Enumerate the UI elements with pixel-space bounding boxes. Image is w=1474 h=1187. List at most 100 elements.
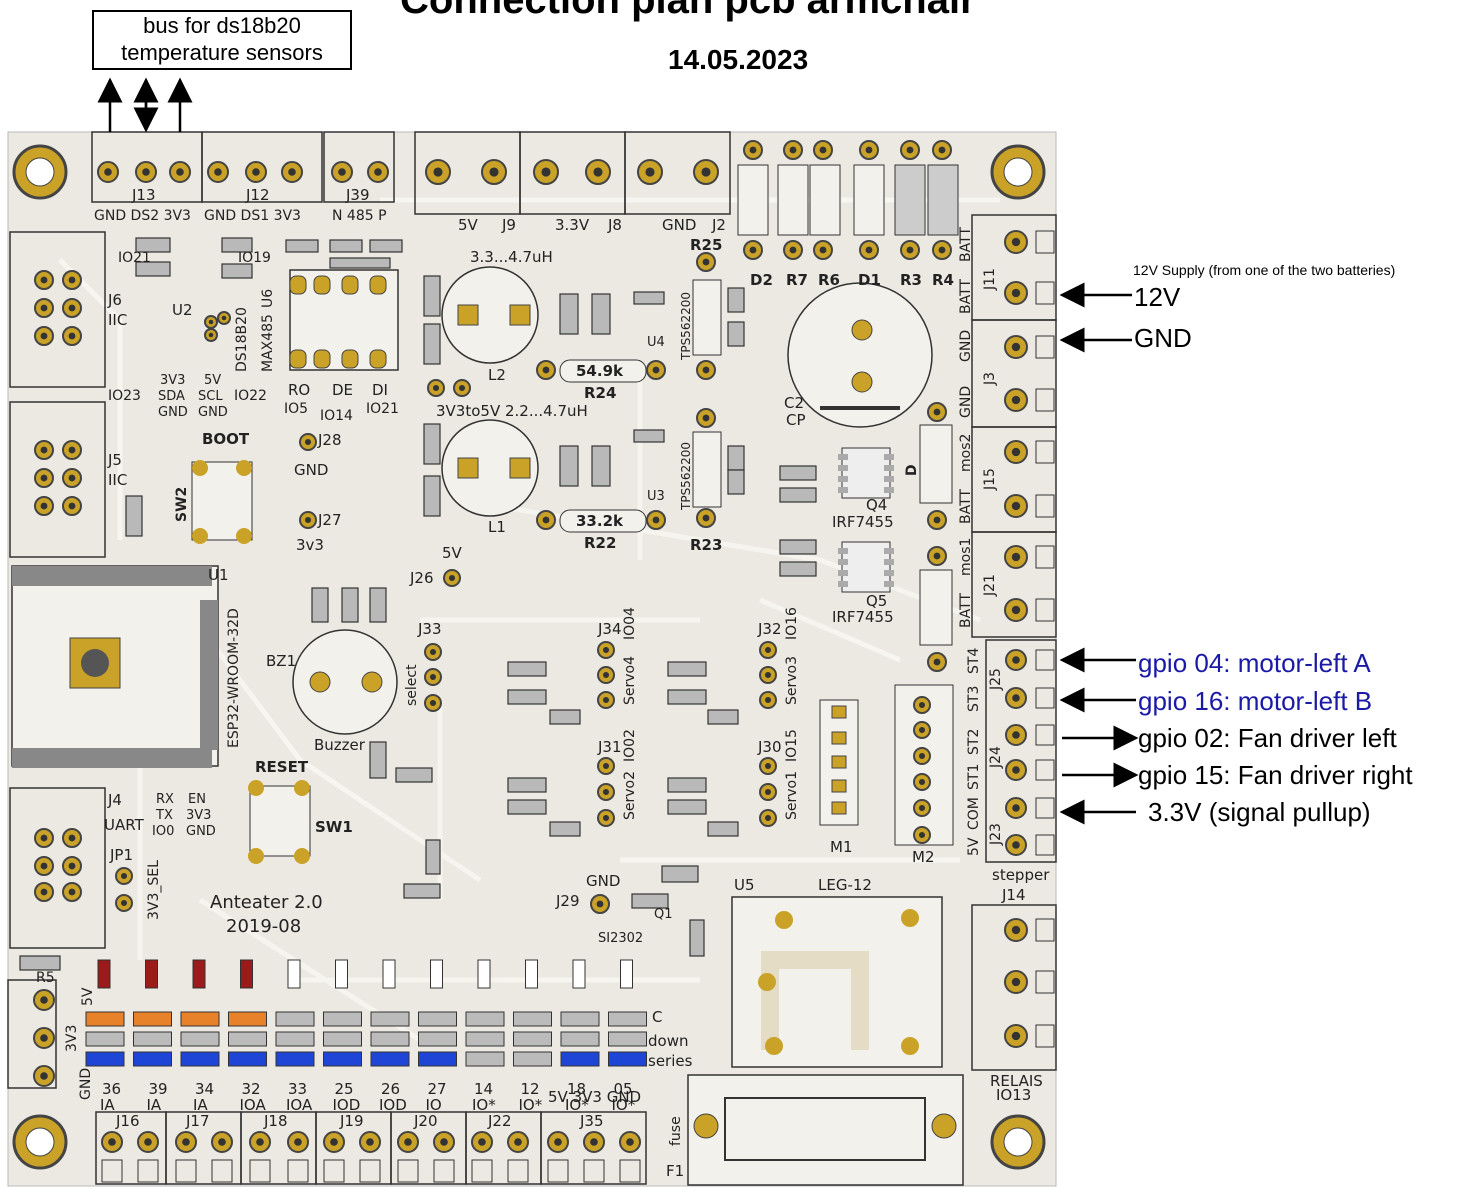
led-resistor	[133, 1011, 172, 1027]
5v-label: 5V	[966, 837, 982, 856]
r22-value: 33.2k	[576, 512, 624, 530]
io-type: IOD	[333, 1096, 361, 1114]
smd-part	[591, 445, 611, 487]
c-label: C	[652, 1008, 662, 1026]
led-resistor	[513, 1051, 552, 1067]
io04-label: IO04	[622, 607, 638, 640]
buzzer-label: Buzzer	[314, 736, 366, 754]
sw2-label: SW2	[174, 487, 190, 522]
smd-part	[135, 237, 171, 253]
io02-label: IO02	[622, 729, 638, 762]
io-number: 39	[149, 1080, 168, 1098]
right-connectors	[971, 214, 1057, 1071]
smd-part	[329, 239, 363, 253]
mos2-label: mos2	[958, 434, 974, 472]
j14-label: J14	[1001, 886, 1026, 904]
smd-part	[423, 423, 441, 465]
st2-label: ST2	[966, 729, 982, 755]
uart-tbl-2: TX	[155, 808, 173, 823]
smd-part	[549, 709, 581, 725]
smd-part	[707, 821, 739, 837]
smd-part	[135, 261, 171, 277]
servo2-label: Servo2	[622, 771, 638, 820]
l1-label: L1	[488, 518, 506, 536]
j26-5v: 5V	[442, 544, 463, 562]
smd-part	[707, 709, 739, 725]
boot-label: BOOT	[202, 430, 250, 448]
bottom-connector-label: J17	[185, 1112, 210, 1130]
u5-label: U5	[734, 876, 755, 894]
smd-part	[221, 237, 253, 253]
led-resistor	[370, 1051, 410, 1067]
led-diode	[287, 959, 301, 989]
uart-tbl-4: IO0	[152, 824, 174, 839]
j32-label: J32	[757, 620, 782, 638]
series-label: series	[648, 1052, 693, 1070]
led-diode	[335, 959, 348, 989]
io23-label: IO23	[108, 388, 141, 404]
j8-power: 3.3V	[555, 216, 590, 234]
j8-label: J8	[607, 216, 622, 234]
q1-label: Q1	[654, 907, 673, 922]
io-number: 36	[102, 1080, 121, 1098]
io14-label: IO14	[320, 408, 353, 424]
led-resistor	[85, 1031, 125, 1047]
iic-tbl-4: GND	[158, 405, 188, 420]
smd-part	[667, 799, 707, 815]
j3-label: J3	[982, 372, 998, 386]
irf-q5: IRF7455	[832, 608, 894, 626]
io-number: 18	[567, 1080, 586, 1098]
annotation-gpio16: gpio 16: motor-left B	[1138, 686, 1373, 716]
io-number: 27	[428, 1080, 447, 1098]
left-pads	[34, 270, 133, 912]
q5-label: Q5	[866, 592, 887, 610]
io21-mid: IO21	[366, 401, 399, 417]
bus-label-line2: temperature sensors	[121, 40, 323, 65]
j21-label: J21	[982, 574, 998, 597]
bottom-connector-label: J16	[115, 1112, 140, 1130]
led-resistor	[608, 1031, 647, 1047]
batt-2: BATT	[958, 279, 974, 314]
led-resistor	[560, 1011, 600, 1027]
smd-part	[549, 821, 581, 837]
batt-1: BATT	[958, 227, 974, 262]
smd-part	[559, 445, 579, 487]
r6-label: R6	[818, 271, 840, 289]
led-resistor	[465, 1031, 505, 1047]
batt-3: BATT	[958, 489, 974, 524]
io13-label: IO13	[996, 1086, 1031, 1104]
led-resistor	[465, 1051, 505, 1067]
servo1-label: Servo1	[784, 771, 800, 820]
fuse-label: fuse	[668, 1116, 684, 1146]
leg-label: LEG-12	[818, 876, 872, 894]
led-diode	[572, 959, 586, 989]
led-diode	[97, 959, 111, 989]
annotation-gpio04: gpio 04: motor-left A	[1138, 648, 1371, 678]
bottom-connectors	[7, 979, 647, 1185]
j13-pins: GND DS2 3V3	[94, 208, 191, 224]
smd-part	[667, 689, 707, 705]
led-resistor	[133, 1051, 172, 1067]
iic-tbl-2: SDA	[158, 389, 185, 404]
j29-label: J29	[555, 892, 580, 910]
c2-label: C2	[784, 394, 804, 412]
led-diode	[382, 959, 396, 989]
right-pads	[1004, 230, 1055, 1048]
led-resistor	[513, 1031, 552, 1047]
r7-label: R7	[786, 271, 808, 289]
uart-tbl-1: EN	[188, 792, 206, 807]
st3-label: ST3	[966, 686, 982, 712]
smd-part	[311, 587, 329, 623]
j39-label: J39	[345, 186, 370, 204]
j29-gnd: GND	[586, 872, 620, 890]
led-resistor	[228, 1051, 267, 1067]
j9-label: J9	[501, 216, 516, 234]
led-resistor	[180, 1011, 220, 1027]
io5-label: IO5	[284, 401, 308, 417]
j6-label: J6	[107, 291, 122, 309]
j5-iic: IIC	[108, 471, 127, 489]
j31-label: J31	[597, 738, 622, 756]
d2-label: D2	[750, 271, 773, 289]
through-hole-parts	[204, 140, 959, 914]
